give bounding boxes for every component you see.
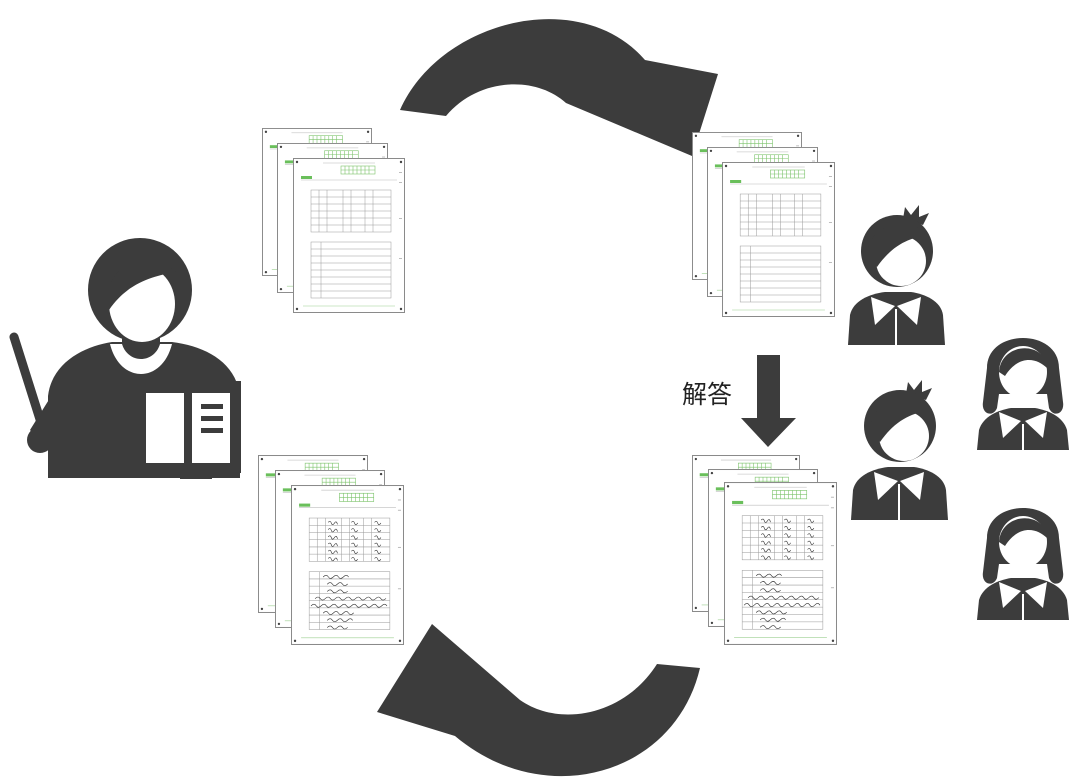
teacher-hand bbox=[27, 427, 53, 453]
bottom-curved-arrow-icon bbox=[377, 624, 700, 777]
boy-student-icon bbox=[850, 380, 948, 520]
students-group bbox=[847, 205, 1070, 620]
answered-sheet bbox=[292, 486, 404, 645]
answer-sheet bbox=[722, 162, 835, 317]
down-arrow-shaft bbox=[757, 355, 780, 420]
blank-sheet-stack-teacher bbox=[262, 128, 405, 313]
teacher-collar bbox=[110, 344, 172, 374]
answer-sheet bbox=[293, 158, 405, 313]
boy-student-icon bbox=[847, 205, 945, 345]
filled-sheet-stack-teacher bbox=[258, 456, 403, 645]
teacher-bangs bbox=[107, 260, 176, 310]
filled-sheet-stack-students bbox=[692, 456, 836, 645]
top-curved-arrow-icon bbox=[400, 19, 718, 156]
down-arrow-icon bbox=[741, 355, 796, 447]
book-text-line bbox=[201, 416, 223, 421]
answer-step: 解答 bbox=[682, 355, 796, 447]
book-text-line bbox=[201, 404, 223, 409]
girl-student-icon bbox=[976, 507, 1070, 620]
girl-student-icon bbox=[976, 337, 1070, 450]
down-arrow-head bbox=[741, 418, 796, 447]
blank-sheet-stack-students bbox=[692, 132, 835, 317]
answer-label: 解答 bbox=[682, 380, 732, 409]
book-left-page bbox=[146, 393, 184, 463]
open-book-icon bbox=[135, 381, 241, 479]
book-spine-tab bbox=[180, 471, 212, 479]
answered-sheet bbox=[725, 483, 837, 645]
book-text-line bbox=[201, 428, 223, 433]
teacher-icon bbox=[9, 238, 241, 479]
